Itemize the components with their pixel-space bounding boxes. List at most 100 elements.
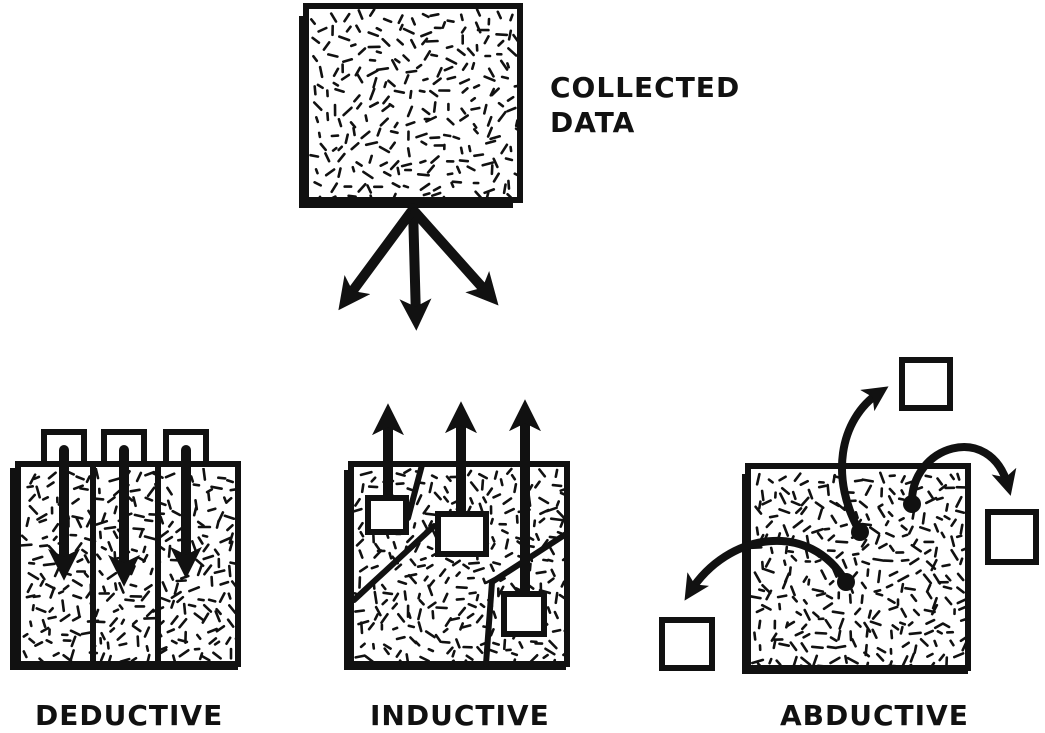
speck [491, 535, 496, 543]
speck [502, 183, 507, 195]
speck [944, 596, 953, 606]
speck [922, 573, 933, 585]
speck [417, 608, 423, 621]
speck [422, 77, 429, 82]
speck [20, 534, 28, 542]
speck [26, 484, 35, 489]
speck [373, 613, 379, 621]
speck [69, 629, 82, 637]
speck [359, 621, 364, 635]
speck [864, 484, 873, 497]
speck [871, 610, 881, 620]
speck [138, 528, 145, 539]
speck [940, 531, 946, 539]
speck [860, 594, 864, 605]
speck [405, 69, 418, 74]
speck [424, 630, 436, 639]
speck [853, 478, 864, 483]
speck [355, 538, 365, 547]
speck [791, 595, 799, 603]
speck [443, 485, 449, 494]
speck [823, 527, 831, 531]
speck [381, 598, 389, 606]
speck [382, 17, 393, 24]
speck [887, 510, 894, 518]
speck [207, 491, 211, 502]
speck [41, 535, 49, 540]
speck [142, 545, 147, 554]
speck [927, 490, 935, 500]
speck [846, 656, 859, 665]
speck [426, 545, 434, 551]
speck [496, 10, 503, 20]
speck [757, 588, 766, 593]
speck [431, 609, 435, 620]
explanation-box [899, 357, 953, 411]
speck [954, 509, 966, 515]
speck [59, 613, 71, 623]
speck [425, 39, 439, 43]
speck [785, 620, 796, 628]
speck [506, 95, 515, 102]
speck [459, 13, 464, 22]
speck [791, 655, 798, 668]
theory-box [435, 511, 489, 557]
speck [28, 504, 39, 515]
speck [170, 639, 178, 645]
speck [532, 519, 537, 528]
speck [133, 513, 145, 519]
speck [782, 524, 790, 537]
speck [427, 647, 435, 653]
speck [926, 652, 934, 658]
speck [861, 478, 875, 483]
speck [442, 133, 452, 138]
speck [417, 621, 423, 633]
speck [94, 497, 105, 501]
speck [34, 640, 44, 648]
speck [430, 155, 440, 164]
speck [51, 522, 60, 533]
inductive-figure [344, 399, 570, 670]
speck [933, 639, 938, 648]
speck [409, 38, 417, 49]
speck [790, 500, 801, 507]
speck [160, 596, 171, 603]
speck [422, 192, 431, 197]
speck [355, 102, 363, 110]
speck [409, 558, 417, 567]
speck [171, 654, 177, 663]
speck [925, 583, 932, 594]
speck [472, 84, 481, 89]
speck [510, 582, 519, 593]
speck [839, 523, 849, 528]
speck [466, 165, 476, 172]
speck [349, 121, 357, 129]
speck [135, 471, 143, 483]
speck [27, 571, 40, 581]
speck [812, 654, 819, 667]
speck [807, 578, 811, 586]
speck [853, 607, 862, 616]
speck [778, 508, 791, 515]
speck [885, 583, 894, 589]
speck [455, 597, 465, 601]
speck [542, 558, 549, 562]
speck [99, 652, 106, 662]
speck [442, 495, 450, 503]
speck [553, 610, 559, 620]
speck [800, 496, 810, 507]
speck [544, 647, 556, 656]
speck [425, 563, 434, 570]
speck [851, 638, 857, 648]
speck [367, 622, 375, 631]
speck [340, 73, 351, 81]
speck [119, 657, 131, 663]
speck [107, 540, 114, 552]
speck [433, 491, 442, 501]
speck [961, 640, 968, 652]
speck [72, 484, 84, 491]
speck [379, 161, 389, 167]
speck [451, 649, 456, 658]
speck [403, 74, 410, 85]
speck [382, 591, 394, 596]
